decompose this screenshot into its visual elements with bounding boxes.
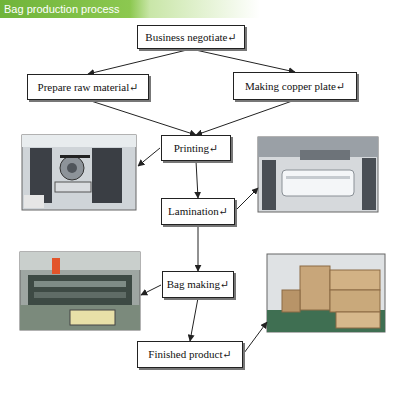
process-box: Finished product↵ [137, 341, 243, 368]
box-label: Finished product↵ [148, 348, 231, 361]
process-box: Making copper plate↵ [233, 72, 357, 100]
process-box: Lamination↵ [161, 198, 235, 225]
box-label: Bag making↵ [167, 278, 230, 291]
process-box: Business negotiate↵ [137, 25, 245, 49]
leader-line [141, 285, 161, 295]
diagram-title: Bag production process [4, 1, 120, 17]
flow-arrow [88, 100, 196, 135]
flow-arrow [190, 298, 198, 341]
box-label: Lamination↵ [168, 205, 228, 218]
box-label: Business negotiate↵ [145, 31, 236, 44]
leader-line [236, 188, 258, 210]
finished-product-photo [267, 254, 385, 332]
box-label: Printing↵ [174, 142, 219, 155]
process-box: Prepare raw material↵ [27, 74, 149, 100]
process-box: Printing↵ [161, 135, 231, 161]
lamination-photo [258, 137, 378, 212]
printing-photo [22, 135, 136, 210]
process-box: Bag making↵ [162, 271, 234, 298]
flow-arrow [88, 49, 191, 74]
box-label: Making copper plate↵ [245, 80, 345, 93]
bag-making-photo [20, 252, 140, 330]
leader-line [244, 322, 267, 353]
flow-arrow [198, 225, 199, 271]
leader-line [138, 148, 160, 166]
flow-arrow [196, 100, 295, 135]
flow-arrow [196, 161, 198, 198]
flow-arrow [191, 49, 295, 72]
box-label: Prepare raw material↵ [38, 81, 139, 94]
